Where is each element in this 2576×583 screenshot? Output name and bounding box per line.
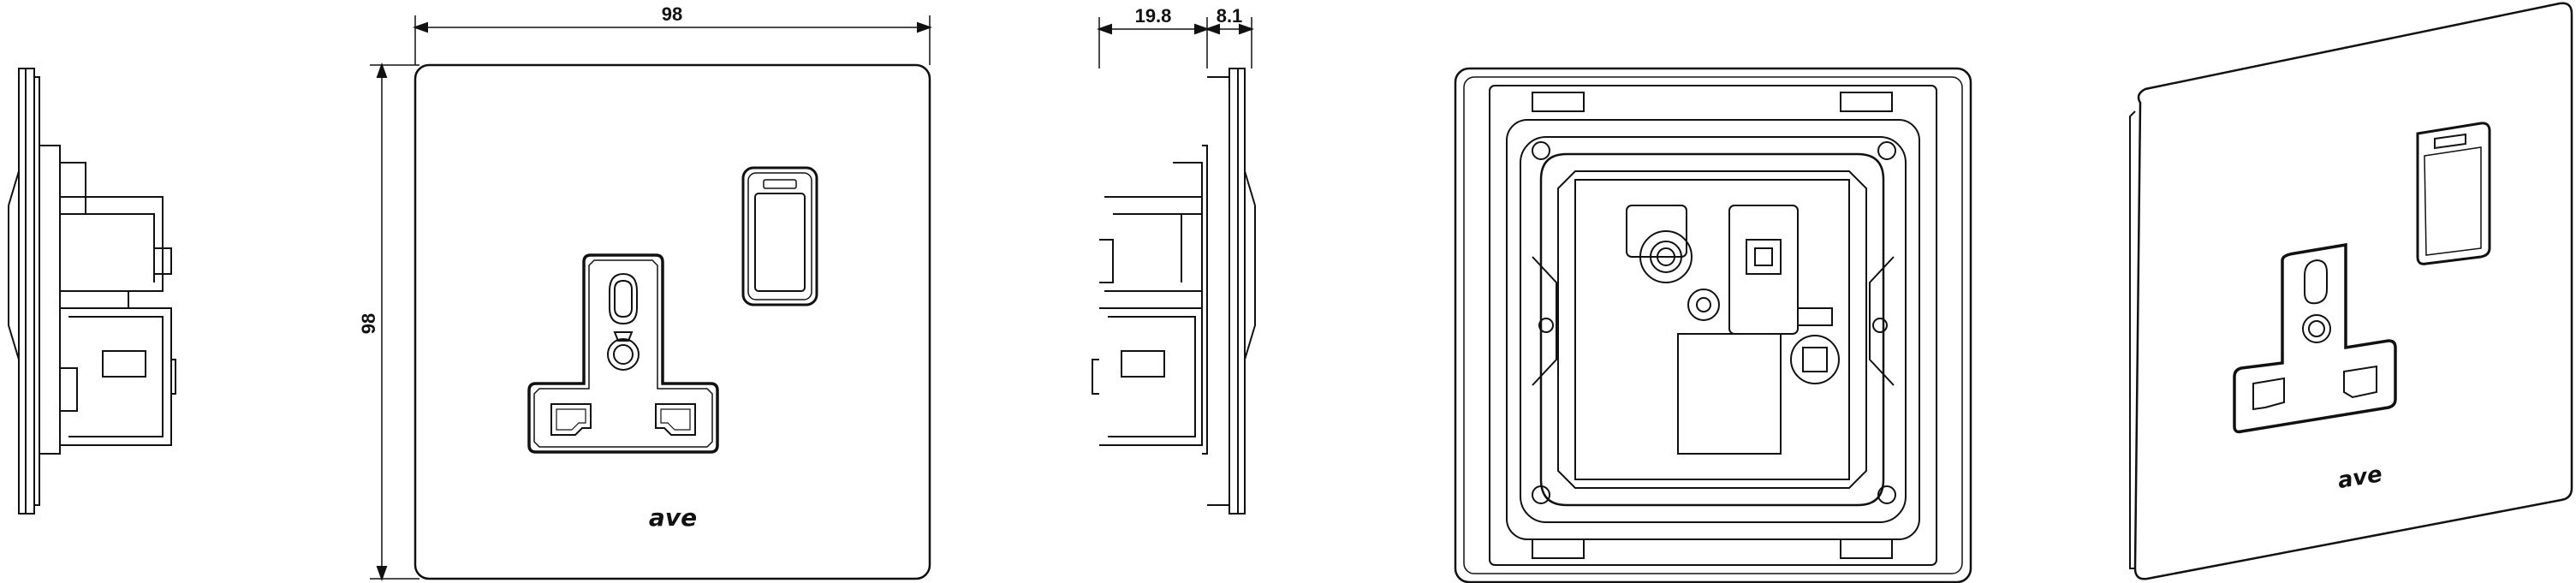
rocker-switch: [741, 166, 818, 306]
width-dimension-label: 98: [662, 3, 682, 25]
side-view-right: 19.8 8.1: [1092, 5, 1256, 515]
perspective-switch: [2416, 122, 2491, 265]
front-view: 98 98: [358, 3, 932, 581]
brand-logo-front: ave: [649, 503, 697, 532]
perspective-socket: [2233, 242, 2397, 434]
depth-dimension: 19.8 8.1: [1097, 5, 1254, 68]
perspective-view: ave: [2129, 2, 2573, 580]
brand-logo-perspective: ave: [2336, 461, 2384, 494]
depth-front-label: 8.1: [1217, 5, 1243, 27]
perspective-plate: [2133, 2, 2573, 580]
rear-terminals: [1626, 205, 1840, 455]
height-dimension-label: 98: [358, 313, 379, 334]
height-dimension: 98: [358, 62, 419, 581]
rear-view: [1454, 67, 1972, 583]
side-view-left: [8, 68, 176, 515]
universal-socket: [527, 253, 719, 454]
front-plate: [413, 63, 931, 580]
width-dimension: 98: [413, 3, 932, 65]
depth-back-label: 19.8: [1135, 5, 1172, 27]
